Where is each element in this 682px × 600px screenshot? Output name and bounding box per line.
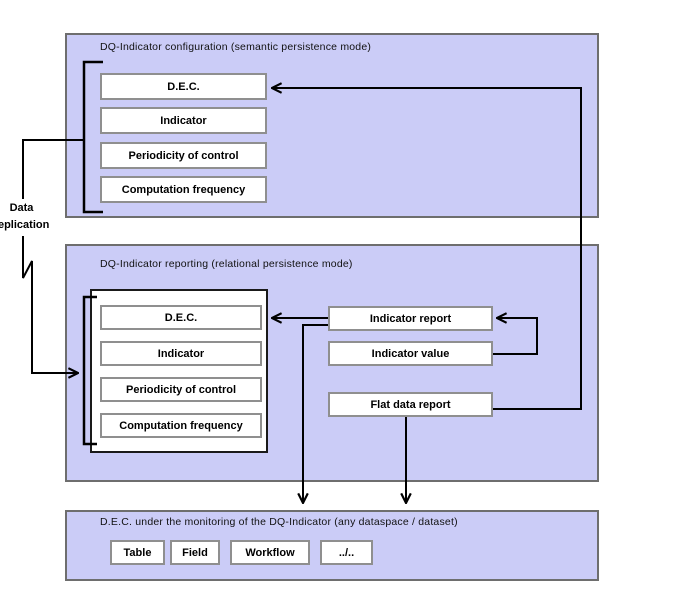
reporting-box-dec: D.E.C. [100, 305, 262, 330]
reporting-box-indicator-report: Indicator report [328, 306, 493, 331]
monitoring-box-etc: ../.. [320, 540, 373, 565]
monitoring-box-table: Table [110, 540, 165, 565]
section-monitoring-title: D.E.C. under the monitoring of the DQ-In… [100, 516, 458, 528]
section-reporting-title: DQ-Indicator reporting (relational persi… [100, 258, 353, 270]
reporting-box-flat-data-report: Flat data report [328, 392, 493, 417]
reporting-box-computation: Computation frequency [100, 413, 262, 438]
monitoring-box-workflow: Workflow [230, 540, 310, 565]
data-replication-label: Data replication [0, 202, 50, 231]
reporting-box-indicator: Indicator [100, 341, 262, 366]
reporting-box-indicator-value: Indicator value [328, 341, 493, 366]
monitoring-box-field: Field [170, 540, 220, 565]
config-box-indicator: Indicator [100, 107, 267, 134]
section-config-title: DQ-Indicator configuration (semantic per… [100, 41, 372, 53]
reporting-box-periodicity: Periodicity of control [100, 377, 262, 402]
config-box-periodicity: Periodicity of control [100, 142, 267, 169]
config-box-computation: Computation frequency [100, 176, 267, 203]
config-box-dec: D.E.C. [100, 73, 267, 100]
